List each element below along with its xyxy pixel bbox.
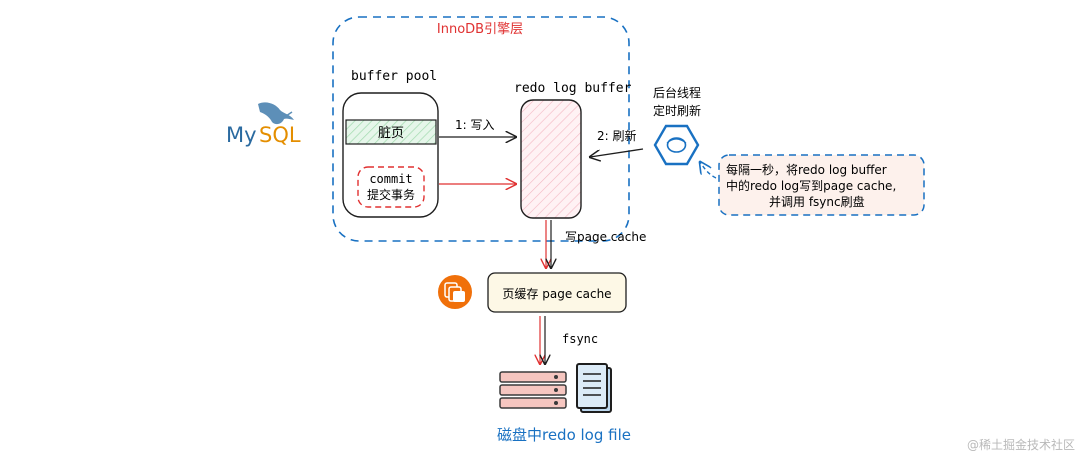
page-cache: 页缓存 page cache (438, 272, 627, 313)
buffer-pool-title: buffer pool (351, 69, 437, 84)
dirty-page-box: 脏页 (345, 119, 437, 145)
fsync-arrow: fsync (540, 316, 598, 364)
write-page-cache-label: 写page cache (565, 230, 646, 244)
redo-log-buffer: redo log buffer (514, 81, 632, 219)
file-icon (576, 363, 612, 413)
layers-icon (438, 275, 472, 309)
write-arrow-label: 1: 写入 (455, 118, 495, 132)
write-arrow: 1: 写入 (439, 118, 516, 137)
flush-arrow: 2: 刷新 (590, 128, 644, 157)
mysql-logo: My SQL (226, 102, 301, 147)
dirty-page-label: 脏页 (378, 126, 404, 141)
engine-layer-title: InnoDB引擎层 (437, 22, 523, 37)
page-cache-label: 页缓存 page cache (502, 287, 611, 301)
commit-box: commit 提交事务 (357, 166, 425, 208)
background-thread-line2: 定时刷新 (653, 103, 701, 118)
dolphin-icon (258, 102, 294, 125)
commit-transaction-label: 提交事务 (367, 187, 415, 202)
note-line-1: 每隔一秒，将redo log buffer (726, 162, 887, 177)
note-line-2: 中的redo log写到page cache, (726, 178, 896, 193)
timer-note: 每隔一秒，将redo log buffer 中的redo log写到page c… (718, 154, 925, 216)
note-arrow (700, 162, 717, 179)
background-thread-line1: 后台线程 (653, 85, 701, 100)
mysql-sql-text: SQL (259, 123, 301, 147)
flush-arrow-label: 2: 刷新 (597, 128, 637, 143)
hexagon-service-icon (653, 124, 700, 166)
disk-label: 磁盘中redo log file (497, 426, 631, 444)
note-line-3: 并调用 fsync刷盘 (769, 194, 865, 209)
server-icon (499, 371, 567, 409)
disk: 磁盘中redo log file (497, 363, 631, 444)
commit-label: commit (369, 172, 412, 186)
innodb-engine-layer: InnoDB引擎层 (332, 16, 630, 242)
mysql-my-text: My (226, 123, 257, 147)
write-page-cache-arrow: 写page cache (546, 220, 646, 268)
fsync-label: fsync (562, 332, 598, 346)
background-thread: 后台线程 定时刷新 (653, 85, 701, 166)
watermark: @稀土掘金技术社区 (967, 437, 1075, 452)
redo-log-buffer-title: redo log buffer (514, 81, 632, 96)
buffer-pool: buffer pool 脏页 commit 提交事务 (342, 69, 439, 218)
